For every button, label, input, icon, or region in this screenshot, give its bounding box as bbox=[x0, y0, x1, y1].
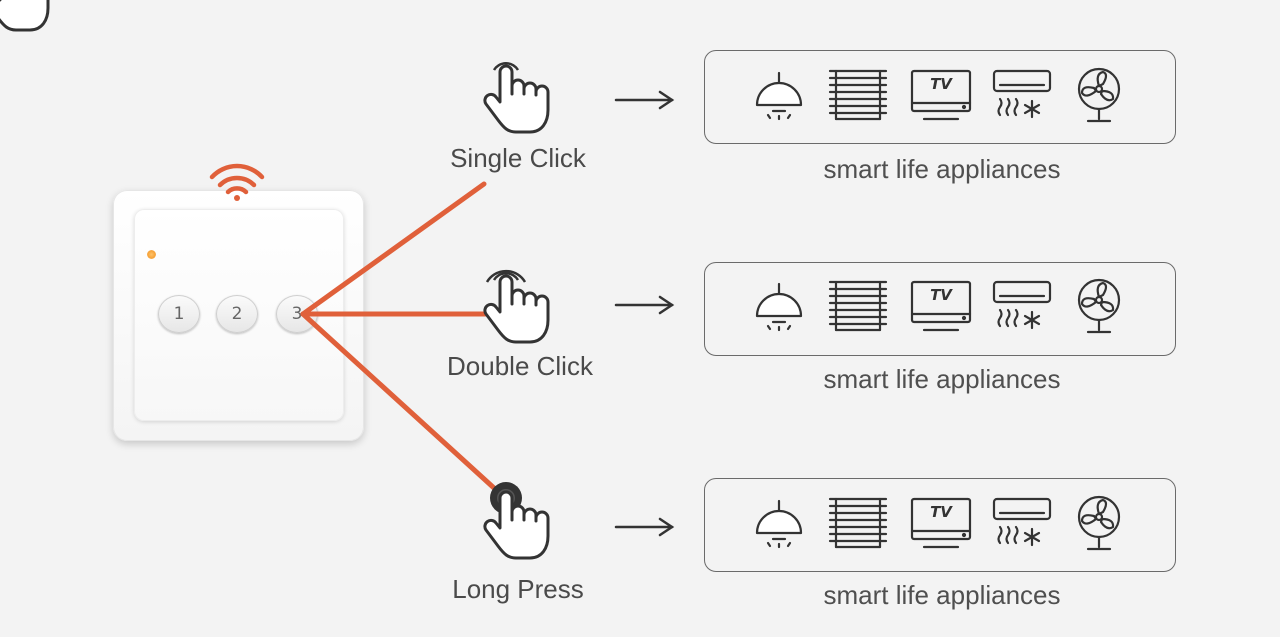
tv-icon-label: TV bbox=[930, 503, 952, 521]
wifi-icon bbox=[209, 163, 265, 201]
tv-icon-label: TV bbox=[930, 75, 952, 93]
switch-key-1[interactable]: 1 bbox=[158, 295, 200, 333]
arrow-icon-2 bbox=[614, 295, 675, 315]
indicator-led bbox=[147, 250, 156, 259]
arrow-icons bbox=[614, 90, 675, 537]
appliance-caption-1: smart life appliances bbox=[823, 154, 1061, 184]
single-click-label: Single Click bbox=[450, 143, 586, 173]
arrow-icon-3 bbox=[614, 517, 675, 537]
appliance-caption-3: smart life appliances bbox=[823, 580, 1061, 610]
single-click-hand-icon bbox=[483, 61, 550, 134]
appliance-group-box-2 bbox=[704, 262, 1176, 356]
double-click-hand-icon bbox=[483, 269, 550, 344]
appliance-group-box-1 bbox=[704, 50, 1176, 144]
tap-hand-icon bbox=[0, 0, 50, 32]
tv-icon-label: TV bbox=[930, 286, 952, 304]
long-press-hand-icon bbox=[483, 482, 550, 560]
long-press-label: Long Press bbox=[452, 574, 584, 604]
switch-key-2[interactable]: 2 bbox=[216, 295, 258, 333]
connector-lines bbox=[300, 181, 497, 491]
appliance-caption-2: smart life appliances bbox=[823, 364, 1061, 394]
appliance-group-box-3 bbox=[704, 478, 1176, 572]
arrow-icon-1 bbox=[614, 90, 675, 110]
connector-long-press bbox=[300, 311, 497, 491]
connector-single-click bbox=[300, 181, 487, 317]
double-click-label: Double Click bbox=[447, 351, 593, 381]
